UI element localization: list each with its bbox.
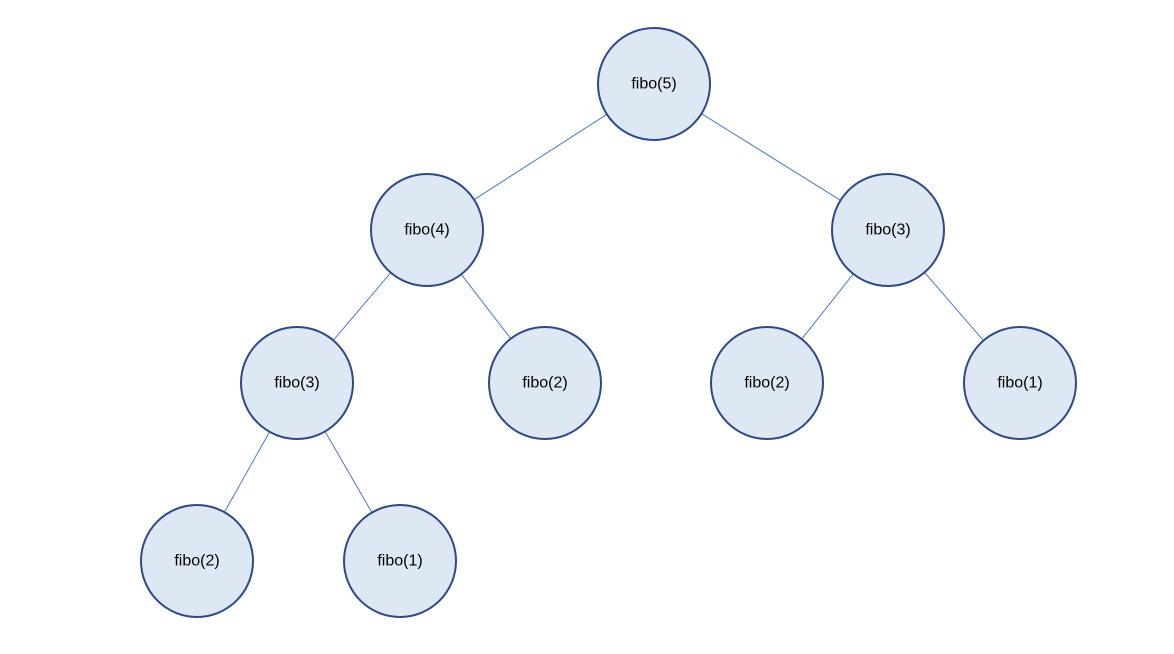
edge-n4-n8 (223, 431, 271, 513)
node-circle (831, 173, 945, 287)
tree-node: fibo(3) (240, 326, 354, 440)
node-circle (370, 173, 484, 287)
node-label: fibo(4) (404, 222, 449, 239)
edge-n1-n2 (473, 113, 608, 201)
node-label: fibo(2) (522, 375, 567, 392)
node-circle (597, 27, 711, 141)
node-label: fibo(3) (274, 375, 319, 392)
node-label: fibo(2) (744, 375, 789, 392)
node-circle (963, 326, 1077, 440)
edge-n3-n6 (801, 273, 854, 340)
edges-layer (223, 113, 984, 513)
tree-node: fibo(2) (710, 326, 824, 440)
node-circle (240, 326, 354, 440)
edge-n4-n9 (324, 431, 373, 513)
node-label: fibo(1) (377, 553, 422, 570)
tree-node: fibo(5) (597, 27, 711, 141)
edge-n2-n5 (460, 274, 512, 339)
nodes-layer: fibo(5) fibo(4) fibo(3) fibo(3) fibo(2) fibo(… (140, 27, 1077, 618)
edge-n2-n4 (332, 272, 392, 341)
tree-node: fibo(2) (140, 504, 254, 618)
tree-node: fibo(1) (963, 326, 1077, 440)
node-circle (140, 504, 254, 618)
node-label: fibo(2) (174, 553, 219, 570)
node-circle (710, 326, 824, 440)
edge-n3-n7 (924, 272, 984, 341)
node-circle (488, 326, 602, 440)
node-label: fibo(1) (997, 375, 1042, 392)
tree-node: fibo(3) (831, 173, 945, 287)
node-label: fibo(5) (631, 76, 676, 93)
tree-node: fibo(2) (488, 326, 602, 440)
node-label: fibo(3) (865, 222, 910, 239)
tree-node: fibo(4) (370, 173, 484, 287)
node-circle (343, 504, 457, 618)
edge-n1-n3 (701, 113, 841, 201)
tree-node: fibo(1) (343, 504, 457, 618)
